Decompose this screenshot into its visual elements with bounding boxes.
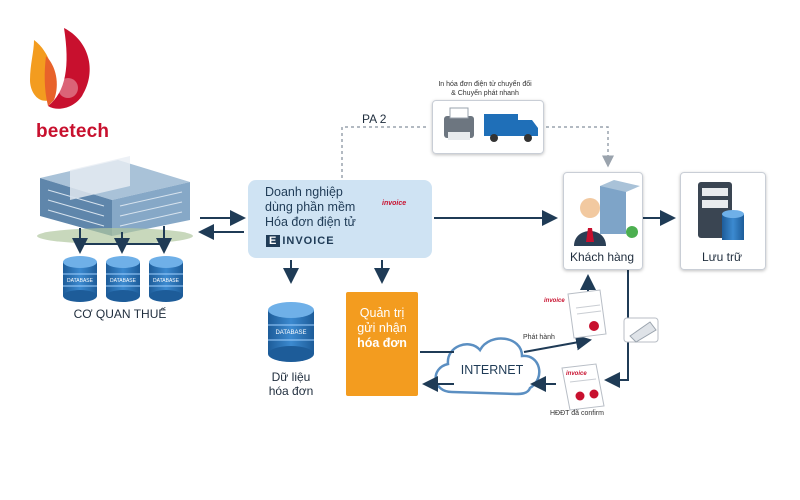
business-line-3: Hóa đơn điện tử xyxy=(265,215,356,229)
customer-label: Khách hàng xyxy=(569,250,635,264)
confirmed-invoice-doc-label: invoice xyxy=(566,371,587,377)
customer-person-icon xyxy=(574,180,640,246)
envelope-icon xyxy=(623,317,659,343)
internet-label: INTERNET xyxy=(460,363,524,377)
issued-invoice-doc-label: invoice xyxy=(544,298,565,304)
storage-server-icon xyxy=(698,182,744,240)
manage-line-3: hóa đơn xyxy=(357,336,407,350)
data-store-label: Dữ liệu hóa đơn xyxy=(256,370,326,398)
beetech-logo-icon xyxy=(30,28,90,109)
brand-logo-text: beetech xyxy=(36,121,110,142)
tax-office-building-icon xyxy=(37,156,193,244)
issued-invoice-icon xyxy=(567,289,607,339)
tax-database-icons xyxy=(63,256,183,302)
einvoice-logo-e: E xyxy=(266,235,281,247)
business-text: Doanh nghiệp dùng phần mềm Hóa đơn điện … xyxy=(265,185,356,230)
manage-text: Quản trị gửi nhận hóa đơn xyxy=(346,306,418,351)
tax-office-label: CƠ QUAN THUẾ xyxy=(73,307,167,321)
tax-db-label-1: DATABASE xyxy=(67,278,93,284)
printer-icon xyxy=(444,107,474,140)
tax-db-label-3: DATABASE xyxy=(153,278,179,284)
storage-label: Lưu trữ xyxy=(701,250,743,264)
manage-line-1: Quản trị xyxy=(359,306,405,320)
issued-label: Phát hành xyxy=(523,334,555,341)
pa2-card xyxy=(432,100,544,154)
pa2-note: In hóa đơn điện tử chuyển đổi & Chuyển p… xyxy=(420,80,550,98)
storage-card xyxy=(680,172,766,270)
pa2-note-line-1: In hóa đơn điện tử chuyển đổi xyxy=(438,81,532,88)
truck-icon xyxy=(484,114,538,142)
data-store-line-1: Dữ liệu xyxy=(271,370,311,384)
invoice-doc-label: invoice xyxy=(382,200,407,207)
tax-db-label-2: DATABASE xyxy=(110,278,136,284)
confirmed-label: HĐĐT đã confirm xyxy=(550,410,604,417)
business-line-2: dùng phần mềm xyxy=(265,200,356,214)
pa2-note-line-2: & Chuyển phát nhanh xyxy=(451,90,519,97)
data-store-line-2: hóa đơn xyxy=(268,384,314,398)
manage-line-2: gửi nhận xyxy=(357,321,407,335)
invoice-data-database-icon xyxy=(268,302,314,362)
customer-card xyxy=(563,172,643,270)
business-line-1: Doanh nghiệp xyxy=(265,185,343,199)
pa2-label: PA 2 xyxy=(362,112,387,126)
confirmed-invoice-icon xyxy=(561,363,605,411)
einvoice-logo-text: INVOICE xyxy=(282,235,335,247)
data-store-db-label: DATABASE xyxy=(275,330,307,336)
internet-cloud-icon xyxy=(434,337,541,396)
manage-box xyxy=(346,292,418,396)
